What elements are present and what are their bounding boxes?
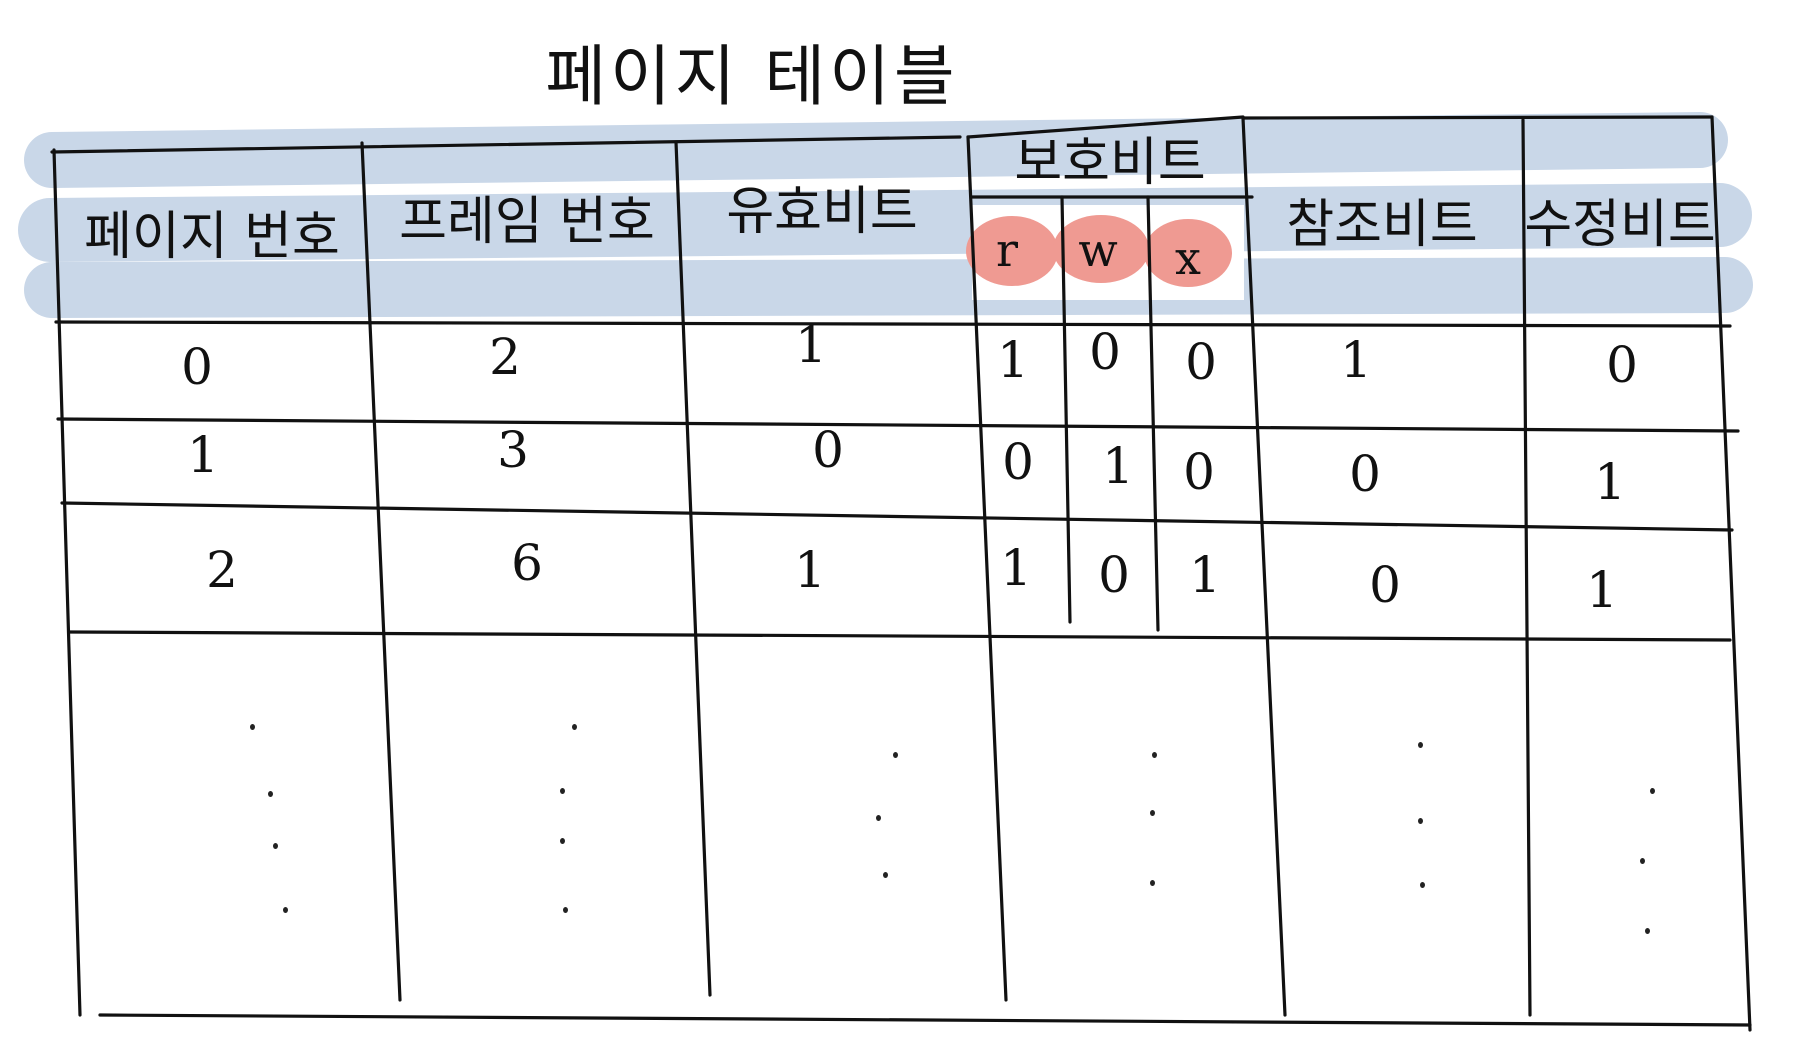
cell-ref: 0 [1349, 445, 1381, 503]
ellipsis-dot [560, 788, 565, 794]
ellipsis-dot [876, 815, 881, 821]
header-valid-bit: 유효비트 [726, 182, 918, 242]
ellipsis-dot [268, 791, 273, 797]
cell-page: 0 [181, 338, 213, 396]
cell-w: 1 [1102, 437, 1134, 495]
header-modify-bit: 수정비트 [1524, 195, 1716, 255]
header-highlight-stroke-2 [18, 183, 1752, 262]
cell-valid: 1 [795, 316, 827, 374]
grid-bottom [98, 1013, 1752, 1027]
cell-ref: 0 [1369, 556, 1401, 614]
cell-mod: 1 [1594, 453, 1626, 511]
ellipsis-dot [883, 872, 888, 878]
cell-x: 0 [1185, 333, 1217, 391]
ellipsis-dot [273, 843, 278, 849]
ellipsis-dot [1640, 858, 1645, 864]
ellipsis-dot [1645, 928, 1650, 934]
ellipsis-dot [1152, 752, 1157, 758]
cell-ref: 1 [1340, 331, 1372, 389]
header-protection-bit: 보호비트 [1014, 133, 1206, 193]
header-reference-bit: 참조비트 [1286, 195, 1478, 255]
cell-page: 2 [206, 541, 238, 599]
cell-valid: 1 [794, 541, 826, 599]
grid-row1-bottom [56, 417, 1740, 433]
ellipsis-dot [1420, 882, 1425, 888]
cell-w: 0 [1098, 546, 1130, 604]
ellipsis-dot [1150, 810, 1155, 816]
grid-left-edge [52, 148, 82, 1017]
cell-mod: 1 [1586, 561, 1618, 619]
header-sub-w: w [1078, 223, 1118, 277]
grid-col-3 [966, 135, 1008, 1002]
cell-page: 1 [187, 426, 219, 484]
grid-col-w-x [1146, 195, 1160, 632]
cell-r: 1 [1000, 539, 1032, 597]
grid-col-1 [360, 141, 402, 1002]
grid-top-left [50, 135, 962, 154]
grid-col-2 [674, 140, 712, 997]
cell-frame: 3 [497, 421, 529, 479]
cell-x: 0 [1183, 443, 1215, 501]
grid-row2-bottom [60, 501, 1734, 532]
ellipsis-dot [1418, 742, 1423, 748]
cell-r: 1 [997, 331, 1029, 389]
cell-w: 0 [1089, 323, 1121, 381]
grid-col-r-w [1060, 195, 1072, 624]
ellipsis-dot [250, 724, 255, 730]
grid-col-4 [1241, 116, 1287, 1017]
x-highlight [1144, 219, 1232, 287]
header-page-number: 페이지 번호 [84, 207, 340, 267]
cell-valid: 0 [812, 421, 844, 479]
cell-mod: 0 [1606, 336, 1638, 394]
ellipsis-dot [1418, 818, 1423, 824]
header-highlight-stroke-3 [24, 257, 1753, 318]
header-sub-x: x [1175, 231, 1201, 285]
ellipsis-dot [560, 838, 565, 844]
ellipsis-dot [563, 907, 568, 913]
ellipsis-dot [283, 907, 288, 913]
grid-top-right [1241, 115, 1714, 120]
r-highlight [966, 216, 1058, 286]
grid-col-5 [1521, 118, 1532, 1017]
cell-x: 1 [1189, 546, 1221, 604]
ellipsis-dot [572, 724, 577, 730]
grid-protection-top [966, 115, 1245, 139]
grid-right-edge [1710, 115, 1752, 1032]
header-sub-r: r [996, 223, 1018, 277]
cell-r: 0 [1002, 433, 1034, 491]
header-highlight-stroke-1 [24, 112, 1728, 188]
diagram-title: 페이지 테이블 [545, 38, 959, 115]
grid-row3-bottom [68, 630, 1732, 642]
cell-frame: 6 [511, 534, 543, 592]
cell-frame: 2 [489, 328, 521, 386]
grid-header-bottom [54, 320, 1732, 328]
ellipsis-dot [893, 752, 898, 758]
ellipsis-dot [1650, 788, 1655, 794]
ellipsis-dot [1150, 880, 1155, 886]
header-frame-number: 프레임 번호 [399, 192, 655, 252]
w-highlight [1053, 215, 1149, 283]
